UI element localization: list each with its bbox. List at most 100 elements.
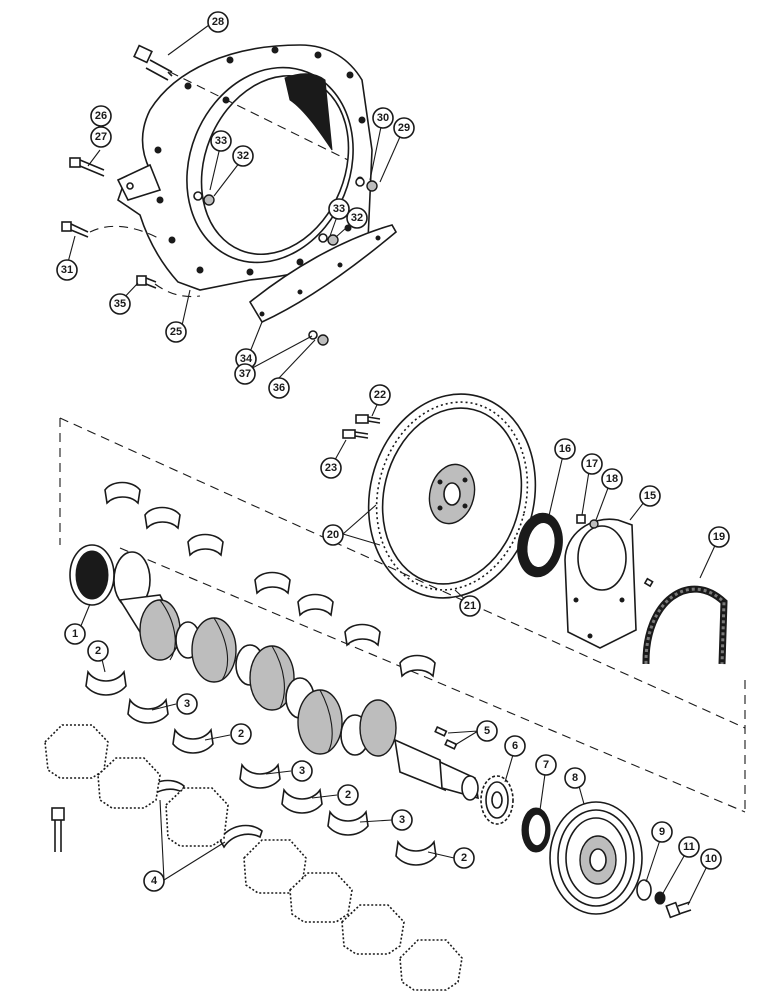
- svg-text:29: 29: [398, 122, 410, 134]
- retainer-screw: [576, 514, 654, 588]
- bolt-26-27: [69, 157, 105, 177]
- callout-26: 26: [90, 105, 112, 127]
- callout-36: 36: [268, 377, 290, 399]
- retainer-gasket: [642, 585, 728, 665]
- svg-text:32: 32: [351, 212, 363, 224]
- callout-4: 4: [143, 870, 165, 892]
- callout-22: 22: [369, 384, 391, 406]
- housing-cover-plate: [248, 224, 398, 324]
- svg-text:7: 7: [543, 759, 549, 771]
- main-bearing-caps: [44, 724, 463, 991]
- callout-3: 3: [391, 809, 413, 831]
- callout-3: 3: [176, 693, 198, 715]
- svg-text:15: 15: [644, 490, 656, 502]
- svg-text:26: 26: [95, 110, 107, 122]
- bolt-35: [136, 275, 157, 289]
- nut-washer-set: [193, 177, 378, 346]
- svg-text:11: 11: [683, 841, 695, 853]
- svg-text:34: 34: [240, 353, 253, 365]
- svg-text:18: 18: [606, 473, 618, 485]
- callout-33: 33: [328, 198, 350, 220]
- callout-16: 16: [554, 438, 576, 460]
- upper-bearing-shells: [104, 481, 436, 678]
- callout-6: 6: [504, 735, 526, 757]
- callout-5: 5: [476, 720, 498, 742]
- svg-text:2: 2: [345, 789, 351, 801]
- callout-2: 2: [230, 723, 252, 745]
- callout-32: 32: [232, 145, 254, 167]
- svg-text:22: 22: [374, 389, 386, 401]
- callout-3: 3: [291, 760, 313, 782]
- svg-text:4: 4: [151, 875, 158, 887]
- callout-2: 2: [453, 847, 475, 869]
- svg-text:3: 3: [399, 814, 405, 826]
- svg-text:21: 21: [464, 600, 476, 612]
- svg-text:17: 17: [586, 458, 598, 470]
- crankshaft-gear: [480, 775, 514, 825]
- svg-text:20: 20: [327, 529, 339, 541]
- callout-31: 31: [56, 259, 78, 281]
- callout-27: 27: [90, 126, 112, 148]
- callout-8: 8: [564, 767, 586, 789]
- svg-text:8: 8: [572, 772, 578, 784]
- cap-bolt: [51, 807, 65, 852]
- bolt-28: [133, 44, 173, 81]
- svg-text:28: 28: [212, 16, 224, 28]
- crankshaft-keys: [434, 726, 458, 750]
- svg-text:19: 19: [713, 531, 725, 543]
- svg-text:10: 10: [705, 853, 717, 865]
- svg-text:33: 33: [215, 135, 227, 147]
- callout-17: 17: [581, 453, 603, 475]
- callout-23: 23: [320, 457, 342, 479]
- svg-text:6: 6: [512, 740, 518, 752]
- front-oil-seal: [521, 807, 551, 853]
- callout-20: 20: [322, 524, 344, 546]
- svg-text:33: 33: [333, 203, 345, 215]
- flywheel-housing: [116, 44, 373, 291]
- flywheel-bolts: [342, 414, 381, 439]
- svg-text:5: 5: [484, 725, 490, 737]
- callout-7: 7: [535, 754, 557, 776]
- callout-33: 33: [210, 130, 232, 152]
- callout-30: 30: [372, 107, 394, 129]
- svg-text:31: 31: [61, 264, 73, 276]
- callout-15: 15: [639, 485, 661, 507]
- callout-2: 2: [87, 640, 109, 662]
- callout-18: 18: [601, 468, 623, 490]
- svg-text:16: 16: [559, 443, 571, 455]
- svg-text:2: 2: [95, 645, 101, 657]
- bolt-31: [61, 221, 89, 238]
- callout-21: 21: [459, 595, 481, 617]
- vibration-damper: [549, 801, 643, 915]
- callout-9: 9: [651, 821, 673, 843]
- crankshaft: [69, 544, 479, 801]
- svg-text:25: 25: [170, 326, 182, 338]
- svg-text:2: 2: [461, 852, 467, 864]
- svg-text:37: 37: [239, 368, 251, 380]
- damper-fasteners: [636, 879, 692, 919]
- seal-retainer: [564, 518, 637, 649]
- svg-text:1: 1: [72, 628, 78, 640]
- svg-text:23: 23: [325, 462, 337, 474]
- svg-text:3: 3: [299, 765, 305, 777]
- svg-text:35: 35: [114, 298, 126, 310]
- callout-19: 19: [708, 526, 730, 548]
- svg-text:3: 3: [184, 698, 190, 710]
- svg-text:27: 27: [95, 131, 107, 143]
- callout-2: 2: [337, 784, 359, 806]
- svg-text:9: 9: [659, 826, 665, 838]
- callout-10: 10: [700, 848, 722, 870]
- callout-35: 35: [109, 293, 131, 315]
- callout-1: 1: [64, 623, 86, 645]
- svg-text:30: 30: [377, 112, 389, 124]
- callout-32: 32: [346, 207, 368, 229]
- callout-28: 28: [207, 11, 229, 33]
- flywheel: [367, 393, 537, 599]
- svg-text:32: 32: [237, 150, 249, 162]
- svg-text:2: 2: [238, 728, 244, 740]
- rear-oil-seal: [517, 512, 563, 578]
- callout-25: 25: [165, 321, 187, 343]
- callout-11: 11: [678, 836, 700, 858]
- callout-37: 37: [234, 363, 256, 385]
